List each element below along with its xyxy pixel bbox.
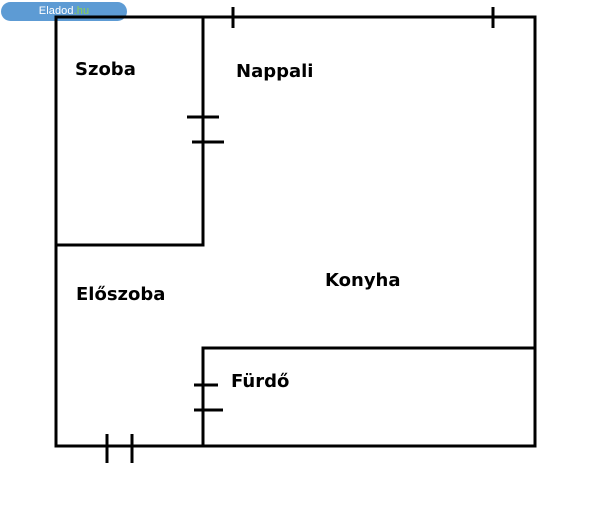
room-label-eloszoba: Előszoba [76, 284, 165, 305]
room-label-konyha: Konyha [325, 270, 401, 291]
watermark-domain-suffix: .hu [73, 5, 90, 17]
walls [54, 15, 537, 448]
room-label-szoba: Szoba [75, 59, 136, 80]
room-label-furdo: Fürdő [231, 371, 289, 392]
room-label-nappali: Nappali [236, 61, 313, 82]
watermark-site-name: Eladod [38, 5, 74, 17]
room-labels: Szoba Nappali Előszoba Konyha Fürdő [75, 59, 401, 392]
door-markers [105, 7, 495, 463]
